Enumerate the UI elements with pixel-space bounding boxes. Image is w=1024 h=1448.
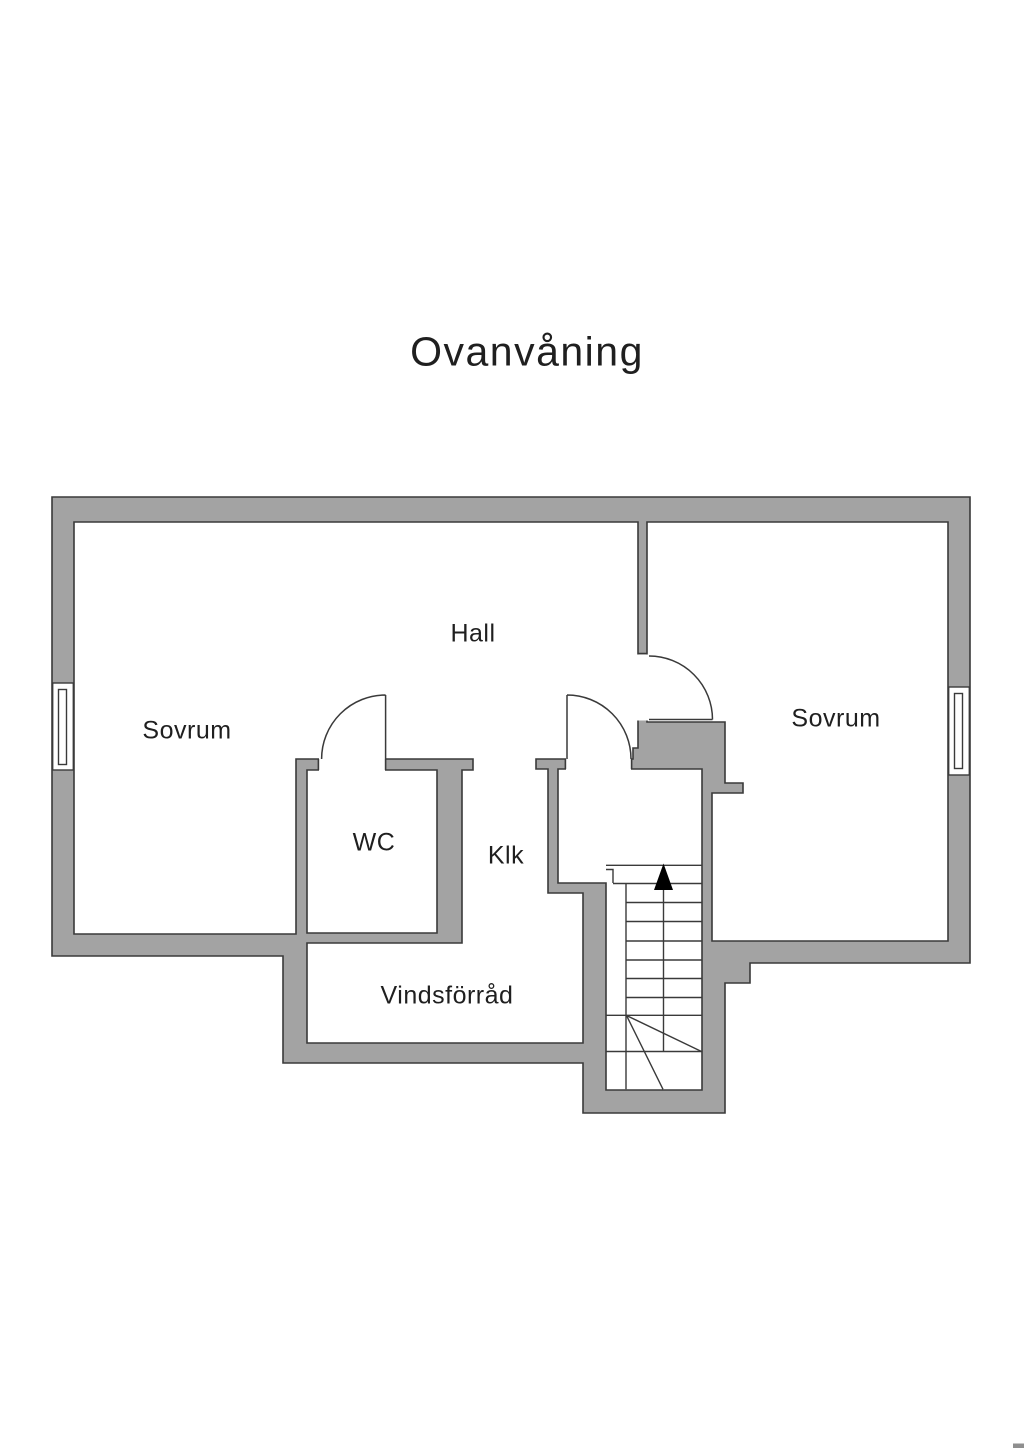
room-label-vindsforrad: Vindsförråd (380, 981, 514, 1010)
doors (320, 655, 714, 760)
stair-treads (606, 864, 702, 1090)
room-label-sovrum-left: Sovrum (142, 716, 232, 745)
windows (52, 682, 971, 776)
door-openings (317, 652, 649, 772)
staircase (606, 863, 702, 1090)
wc-door-opening (319, 757, 385, 772)
room-label-wc: WC (352, 828, 396, 857)
klk-door-opening (566, 757, 631, 771)
room-label-hall: Hall (450, 619, 496, 648)
page-title: Ovanvåning (410, 328, 644, 375)
sovrum-right-door-opening (636, 654, 649, 721)
walls (51, 496, 971, 1114)
room-label-sovrum-right: Sovrum (791, 704, 881, 733)
stair-direction-arrow (654, 863, 673, 1052)
left-wall-window (52, 682, 75, 771)
corner-mark (1013, 1443, 1024, 1448)
sovrum-right-door-arc (648, 655, 714, 721)
room-label-klk: Klk (487, 841, 525, 870)
klk-door-arc (566, 694, 632, 760)
wc-door-arc (320, 694, 387, 760)
right-wall-window (948, 686, 971, 776)
